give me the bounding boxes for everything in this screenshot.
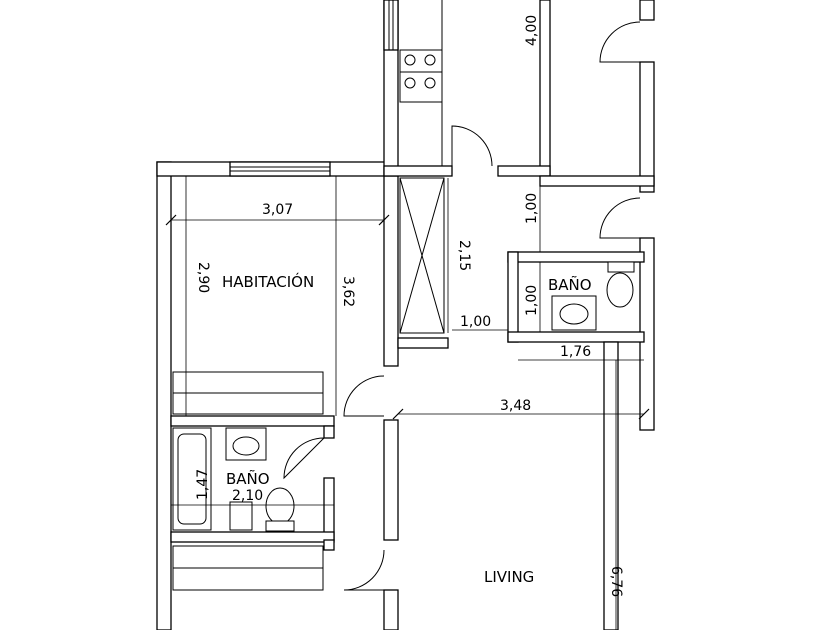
dim-living-height: 6,76: [608, 566, 624, 597]
dim-closet-height: 2,15: [456, 240, 472, 271]
wall-bath2-top: [507, 251, 645, 263]
wall-bath1-right: [323, 425, 335, 439]
wall-hall-divider: [539, 175, 655, 187]
doors: [283, 21, 641, 591]
wall-bath2-bottom: [507, 331, 645, 343]
walls: [156, 0, 655, 630]
dimension-lines: [165, 0, 650, 630]
wall-left: [156, 161, 172, 630]
dim-hall-height: 1,00: [524, 193, 540, 224]
wall-bath1-top: [170, 415, 335, 427]
wall-bath1-bottom: [170, 531, 335, 543]
room-label-living: LIVING: [484, 568, 534, 586]
dim-bath2-height: 1,47: [195, 469, 211, 500]
wall-bedroom-right-lower: [383, 419, 399, 541]
wall-right-top: [639, 0, 655, 21]
sink-2: [551, 295, 597, 331]
bath1-fixtures: [172, 427, 295, 532]
dim-bath-width: 1,76: [560, 344, 591, 360]
wall-right-mid: [639, 61, 655, 193]
bath2-fixtures: [551, 261, 635, 331]
wall-bath2-left: [507, 251, 519, 343]
bathtub: [172, 427, 212, 531]
room-label-habitacion: HABITACIÓN: [222, 272, 314, 291]
wall-kitchen-right-lower: [497, 165, 551, 177]
bedroom-window: [229, 161, 331, 177]
wall-bedroom2-top: [323, 539, 335, 551]
dim-corridor-width: 1,00: [460, 314, 491, 330]
dim-bath2-width: 2,10: [232, 488, 263, 504]
wall-kitchen-bottom: [383, 165, 453, 177]
wall-bath1-right-lower: [323, 477, 335, 541]
wall-bedroom-right: [383, 175, 399, 367]
wardrobes: [172, 371, 324, 591]
toilet-2: [606, 272, 634, 308]
wall-closet-bottom: [397, 337, 449, 349]
wall-kitchen-right: [539, 0, 551, 177]
room-label-bano-left: BAÑO: [226, 469, 270, 488]
room-label-bano-right: BAÑO: [548, 275, 592, 294]
closet: [399, 177, 445, 334]
stove: [399, 0, 443, 166]
dim-bedroom-height-left: 2,90: [195, 262, 211, 293]
dim-bedroom-width: 3,07: [262, 202, 293, 218]
toilet-1: [265, 487, 295, 525]
dim-living-width: 3,48: [500, 398, 531, 414]
dim-bath-height: 1,00: [524, 285, 540, 316]
kitchen-window: [383, 0, 399, 51]
dim-kitchen-height: 4,00: [524, 15, 540, 46]
wall-living-left: [383, 589, 399, 630]
bidet-1: [229, 501, 253, 531]
dim-bedroom-height-right: 3,62: [340, 276, 356, 307]
